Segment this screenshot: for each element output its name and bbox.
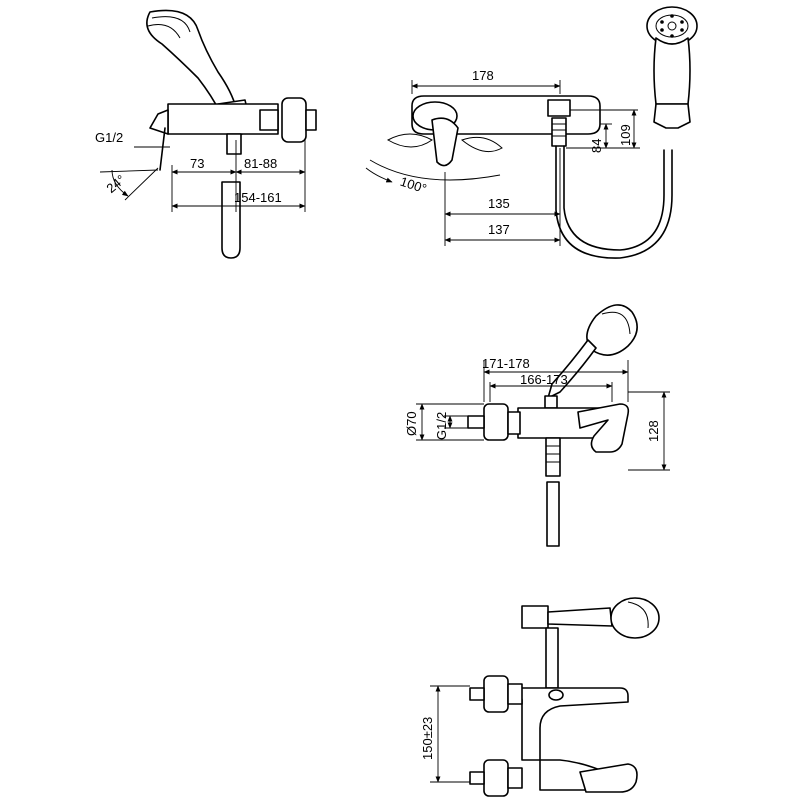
label-angle-100: 100° — [398, 174, 428, 197]
hose — [555, 145, 673, 259]
nut-upper — [507, 683, 523, 705]
spout-side — [221, 181, 241, 259]
label-109: 109 — [618, 124, 633, 146]
wall-rosette-side — [281, 97, 307, 143]
label-84: 84 — [589, 139, 604, 153]
connector-top — [551, 117, 567, 147]
hand-shower-bath — [521, 597, 660, 639]
side-view: 24° G1/2 73 81-88 154-161 — [95, 9, 317, 259]
eccentric-upper — [483, 675, 509, 713]
label-171-178: 171-178 — [482, 356, 530, 371]
label-135: 135 — [488, 196, 510, 211]
bath-mixer-view: 150±23 — [420, 597, 660, 797]
top-view: 100° 178 84 — [365, 6, 698, 259]
nut-side — [259, 109, 279, 131]
label-g12-side: G1/2 — [95, 130, 123, 145]
hand-shower-side — [146, 9, 237, 115]
shower-holder-top — [653, 103, 691, 129]
lever-front — [577, 403, 630, 453]
lever-ghost-right — [460, 136, 503, 153]
label-angle-24: 24° — [103, 172, 128, 196]
wall-rosette-front — [483, 403, 509, 441]
holder-clamp-front — [544, 395, 558, 409]
label-166-173: 166-173 — [520, 372, 568, 387]
hand-shower-top — [646, 6, 698, 105]
front-view: 171-178 166-173 Ø70 G1/2 128 — [404, 304, 670, 547]
diverter-knob — [548, 689, 564, 701]
spout-front — [546, 481, 560, 547]
label-g12-front: G1/2 — [434, 412, 449, 440]
lever-arm-side — [159, 127, 166, 171]
outlet-front — [545, 437, 561, 477]
connector-nut-top — [547, 99, 571, 117]
label-178: 178 — [472, 68, 494, 83]
label-150: 150±23 — [420, 717, 435, 760]
outlet-side — [226, 133, 242, 155]
mixer-body-bath — [519, 687, 629, 761]
lever-top — [431, 117, 459, 167]
eccentric-lower — [483, 759, 509, 797]
wall-pipe-side — [305, 109, 317, 131]
nut-front — [507, 411, 521, 435]
riser-pipe — [545, 627, 559, 689]
nut-lower — [507, 767, 523, 789]
label-128: 128 — [646, 420, 661, 442]
label-phi70: Ø70 — [404, 411, 419, 436]
lever-bath — [579, 763, 638, 793]
wall-pipe-front — [467, 415, 485, 429]
label-154-161: 154-161 — [234, 190, 282, 205]
lever-ghost — [386, 133, 433, 148]
label-81-88: 81-88 — [244, 156, 277, 171]
label-137: 137 — [488, 222, 510, 237]
label-73: 73 — [190, 156, 204, 171]
lever-side — [149, 109, 169, 135]
